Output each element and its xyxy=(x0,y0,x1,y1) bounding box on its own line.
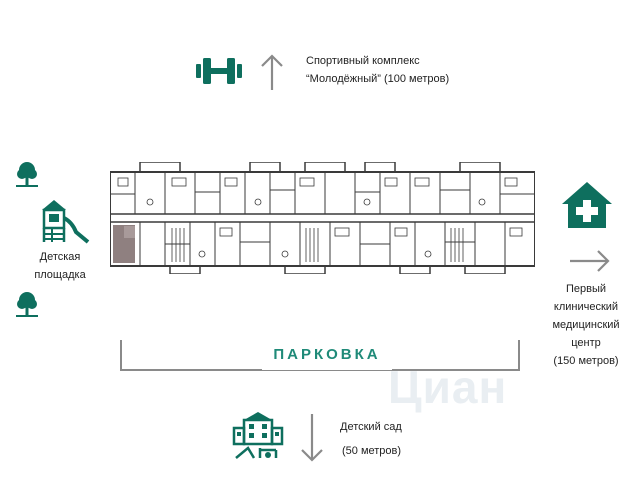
parking-label: ПАРКОВКА xyxy=(273,346,381,363)
arrow-down-icon xyxy=(300,412,324,464)
playground-line1: Детская xyxy=(39,251,81,263)
tree-icon xyxy=(14,160,40,190)
medical-line2: клинический xyxy=(553,301,619,313)
playground-line2: площадка xyxy=(34,269,86,281)
kindergarten-line1: Детский сад xyxy=(340,421,402,433)
medical-cross-icon xyxy=(560,180,614,230)
kindergarten-line2: (50 метров) xyxy=(342,445,402,457)
medical-line5: (150 метров) xyxy=(553,355,619,367)
floor-plan xyxy=(110,162,535,274)
arrow-right-icon xyxy=(568,246,612,276)
sport-complex-line2: “Молодёжный” (100 метров) xyxy=(306,73,450,85)
kindergarten-icon xyxy=(232,410,284,462)
parking-label-bg xyxy=(262,342,392,370)
medical-center-caption: Первый клинический медицинский центр (15… xyxy=(536,280,636,370)
medical-line3: медицинский xyxy=(552,319,620,331)
playground-caption: Детская площадка xyxy=(28,248,92,284)
medical-line1: Первый xyxy=(565,283,607,295)
medical-line4: центр xyxy=(571,337,601,349)
tree-icon xyxy=(14,290,40,320)
sport-complex-line1: Спортивный комплекс xyxy=(306,55,420,67)
arrow-up-icon xyxy=(260,52,284,92)
kindergarten-caption: Детский сад (50 метров) xyxy=(340,418,402,460)
parking-bracket xyxy=(120,338,520,372)
dumbbell-icon xyxy=(194,54,244,88)
sport-complex-caption: Спортивный комплекс “Молодёжный” (100 ме… xyxy=(306,52,449,88)
playground-icon xyxy=(38,196,94,244)
